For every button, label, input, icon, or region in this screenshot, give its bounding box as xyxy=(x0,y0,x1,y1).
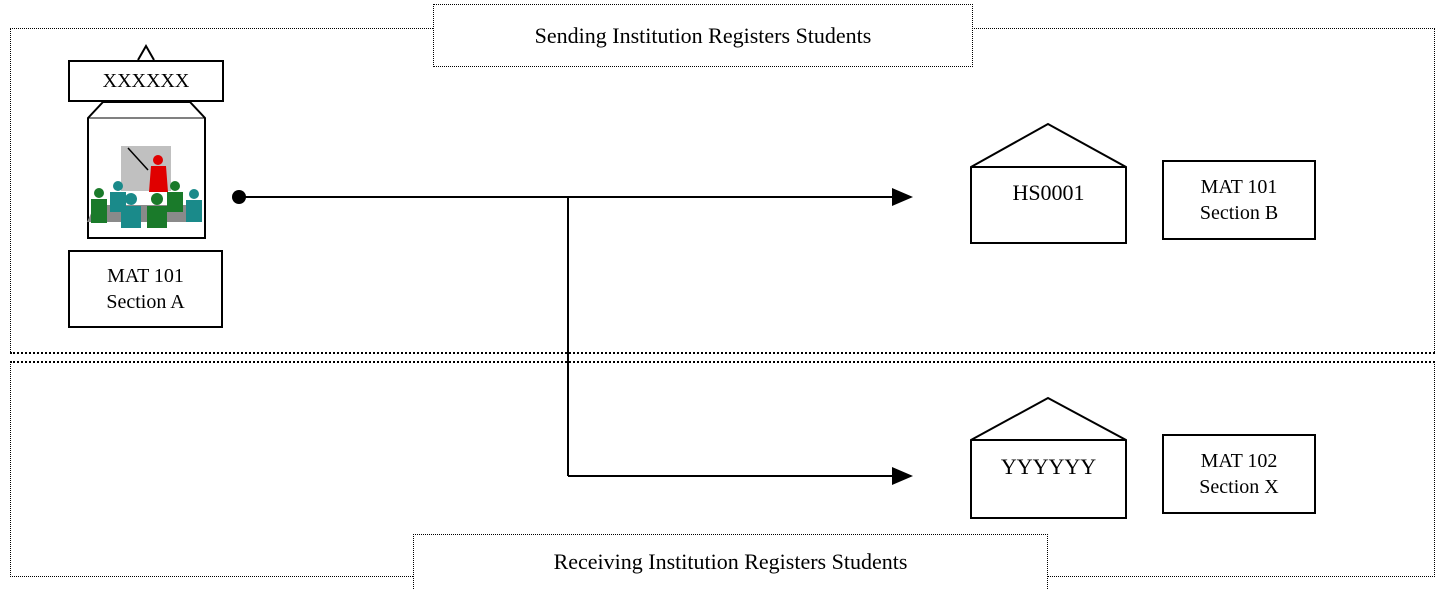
source-id: XXXXXX xyxy=(102,70,190,92)
target-2-id: YYYYYY xyxy=(1000,454,1097,479)
sending-institution-label: Sending Institution Registers Students xyxy=(433,4,973,67)
source-course-line2: Section A xyxy=(106,291,185,313)
target-2-course-line1: MAT 102 xyxy=(1200,450,1278,472)
target-1-course-box: MAT 101 Section B xyxy=(1162,160,1316,240)
target-house-1 xyxy=(970,122,1127,244)
arrow-head-bottom xyxy=(892,467,913,485)
source-id-box: XXXXXX xyxy=(68,60,224,102)
classroom-icon xyxy=(87,146,202,228)
target-house-2 xyxy=(970,396,1127,519)
receiving-institution-label: Receiving Institution Registers Students xyxy=(413,534,1048,589)
source-course-box: MAT 101 Section A xyxy=(68,250,223,328)
target-1-course-line1: MAT 101 xyxy=(1200,176,1278,198)
target-2-course-box: MAT 102 Section X xyxy=(1162,434,1316,514)
target-1-course-line2: Section B xyxy=(1199,202,1279,224)
source-course-line1: MAT 101 xyxy=(107,265,184,287)
target-1-id: HS0001 xyxy=(1012,180,1085,205)
source-roof xyxy=(137,43,155,61)
target-2-course-line2: Section X xyxy=(1199,476,1279,498)
arrow-head-top xyxy=(892,188,913,206)
